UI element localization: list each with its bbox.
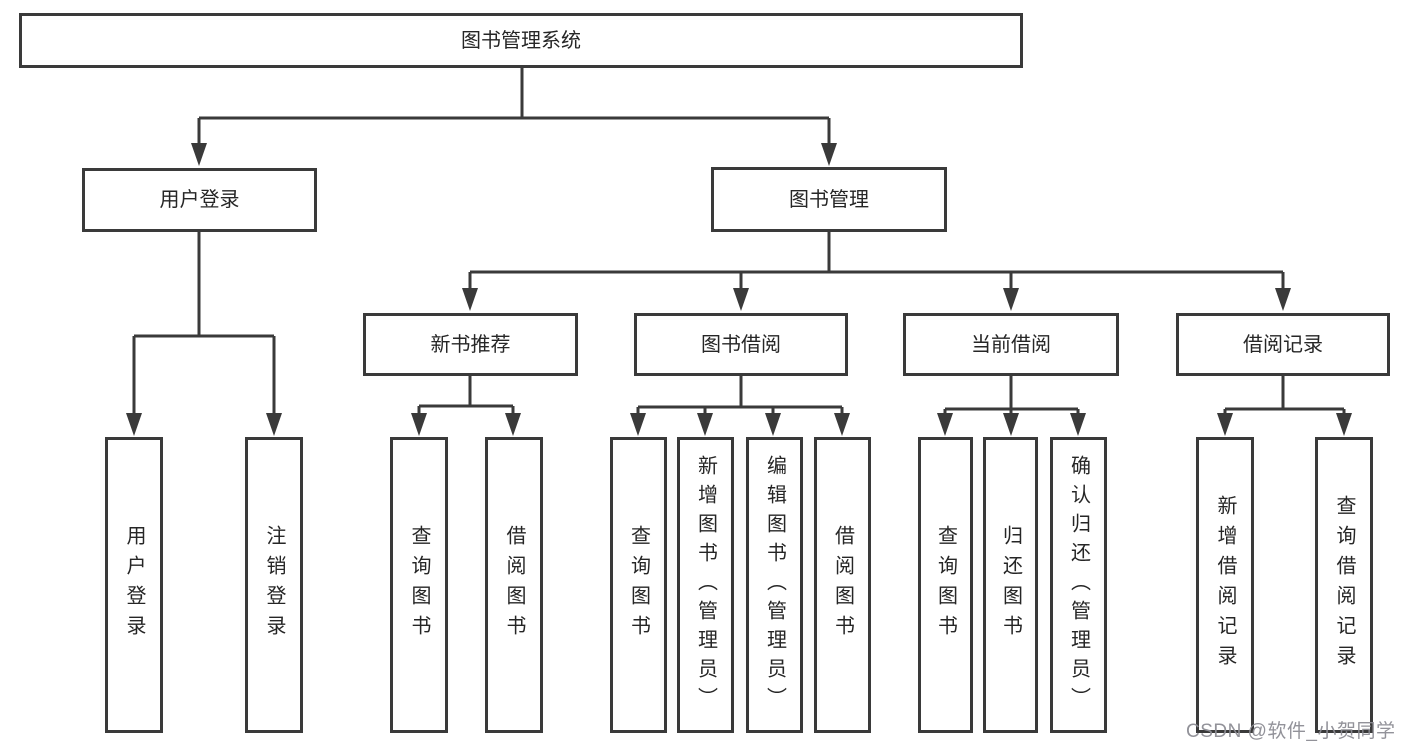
arrowhead — [1336, 413, 1352, 436]
arrowhead — [411, 413, 427, 436]
arrowhead — [1070, 413, 1086, 436]
csdn-watermark: CSDN @软件_小贺同学 — [1186, 721, 1396, 742]
arrowhead — [1275, 288, 1291, 311]
leaf-query-books-borrowing: 查询图书 — [610, 437, 667, 733]
leaf-query-books-current: 查询图书 — [918, 437, 973, 733]
leaf-borrow-books-borrowing: 借阅图书 — [814, 437, 871, 733]
leaf-add-borrow-record: 新增借阅记录 — [1196, 437, 1254, 733]
arrowhead — [505, 413, 521, 436]
node-library-management-system: 图书管理系统 — [19, 13, 1023, 68]
arrowhead — [126, 413, 142, 436]
leaf-return-books: 归还图书 — [983, 437, 1038, 733]
tree-edges — [132, 68, 1346, 417]
arrowhead — [1003, 288, 1019, 311]
node-book-management-branch: 图书管理 — [711, 167, 947, 232]
arrowhead — [937, 413, 953, 436]
leaf-borrow-books-recommend: 借阅图书 — [485, 437, 543, 733]
node-new-book-recommend: 新书推荐 — [363, 313, 578, 376]
arrowhead — [266, 413, 282, 436]
arrowhead — [765, 413, 781, 436]
node-book-borrowing: 图书借阅 — [634, 313, 848, 376]
leaf-confirm-return-admin: 确认归还（管理员） — [1050, 437, 1107, 733]
leaf-query-books-recommend: 查询图书 — [390, 437, 448, 733]
arrowhead — [697, 413, 713, 436]
leaf-query-borrow-record: 查询借阅记录 — [1315, 437, 1373, 733]
node-user-login-branch: 用户登录 — [82, 168, 317, 232]
leaf-edit-books-admin: 编辑图书（管理员） — [746, 437, 803, 733]
arrowhead — [733, 288, 749, 311]
arrowhead — [821, 143, 837, 166]
arrowhead — [630, 413, 646, 436]
arrowheads — [126, 143, 1352, 436]
leaf-add-books-admin: 新增图书（管理员） — [677, 437, 734, 733]
node-borrowing-records: 借阅记录 — [1176, 313, 1390, 376]
arrowhead — [462, 288, 478, 311]
leaf-user-login: 用户登录 — [105, 437, 163, 733]
node-current-borrowing: 当前借阅 — [903, 313, 1119, 376]
arrowhead — [834, 413, 850, 436]
arrowhead — [1217, 413, 1233, 436]
arrowhead — [1003, 413, 1019, 436]
arrowhead — [191, 143, 207, 166]
leaf-logout: 注销登录 — [245, 437, 303, 733]
